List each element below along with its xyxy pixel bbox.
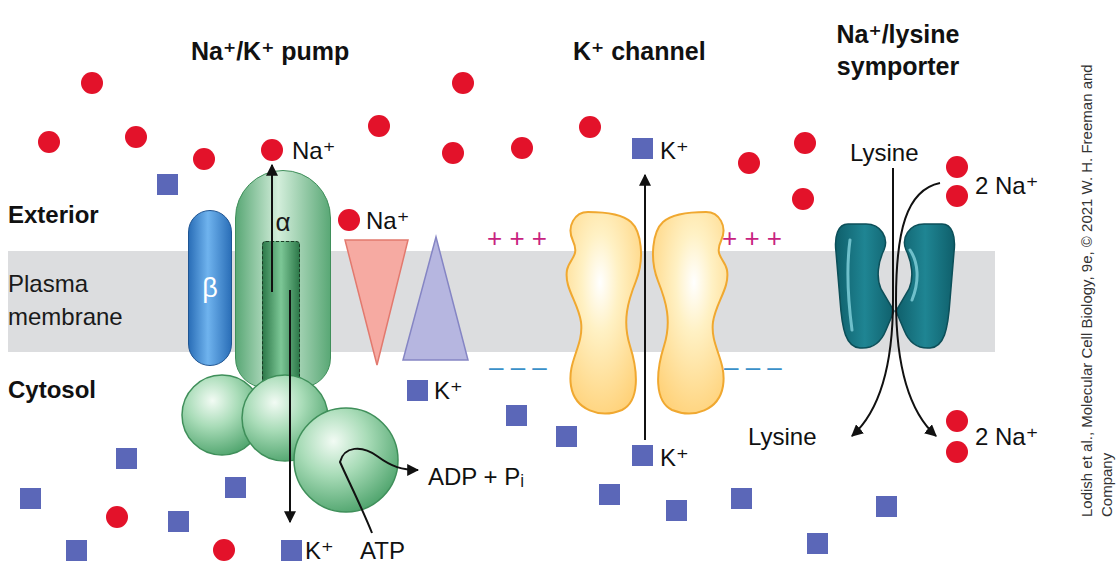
ion-label: Na⁺: [366, 206, 409, 235]
potassium-ion: [632, 138, 653, 159]
potassium-ion: [157, 174, 178, 195]
sodium-flow-arrow: [896, 183, 940, 436]
sodium-ion: [213, 539, 235, 561]
credit-line: Lodish et al., Molecular Cell Biology, 9…: [1077, 12, 1117, 517]
potassium-ion: [66, 540, 87, 561]
ion-label: K⁺: [305, 536, 334, 565]
subunit-label: β: [189, 273, 231, 303]
lysine-flow-arrow: [852, 168, 893, 436]
sodium-ion: [125, 126, 147, 148]
potassium-ion: [168, 511, 189, 532]
sodium-ion: [193, 148, 215, 170]
atp-hydrolysis-arrow: [340, 449, 418, 533]
sodium-ion: [368, 115, 390, 137]
potassium-ion: [225, 477, 246, 498]
potassium-ion: [632, 445, 653, 466]
sodium-ion: [38, 131, 60, 153]
sodium-ion: [946, 156, 968, 178]
sodium-pump-arrow: [271, 165, 273, 292]
molecule-label: Lysine: [850, 138, 918, 167]
potassium-ion: [281, 540, 302, 561]
ion-label: K⁺: [660, 136, 689, 165]
subunit-label: α: [236, 207, 330, 237]
sodium-ion: [946, 185, 968, 207]
potassium-ion: [20, 488, 41, 509]
region-label: Cytosol: [8, 375, 96, 404]
alpha-subunit: α: [235, 170, 331, 388]
sodium-ion: [452, 72, 474, 94]
ion-label: 2 Na⁺: [975, 171, 1038, 200]
charge-sign: – – –: [489, 352, 547, 383]
component-title: Na⁺/K⁺ pump: [191, 36, 349, 66]
sodium-ion: [81, 72, 103, 94]
sodium-ion: [511, 137, 533, 159]
sodium-ion: [442, 142, 464, 164]
sodium-ion: [792, 188, 814, 210]
ion-pore: [262, 241, 300, 387]
potassium-ion: [116, 448, 137, 469]
symporter-highlight: [848, 240, 852, 330]
sodium-ion: [738, 152, 760, 174]
potassium-ion: [599, 484, 620, 505]
region-label: Exterior: [8, 200, 99, 229]
ion-label: 2 Na⁺: [975, 422, 1038, 451]
sodium-ion: [338, 209, 360, 231]
beta-subunit: β: [188, 210, 232, 366]
potassium-ion: [556, 426, 577, 447]
sodium-ion: [579, 116, 601, 138]
potassium-ion: [807, 533, 828, 554]
sodium-ion: [946, 441, 968, 463]
potassium-ion: [876, 496, 897, 517]
potassium-flow-arrow: [644, 175, 646, 440]
molecule-label: Lysine: [748, 422, 816, 451]
component-title: Na⁺/lysine symporter: [808, 18, 988, 82]
charge-sign: + + +: [487, 223, 547, 254]
sodium-ion: [106, 506, 128, 528]
reaction-label: ADP + Pᵢ: [428, 462, 524, 491]
ion-label: K⁺: [434, 376, 463, 405]
charge-sign: – – –: [724, 352, 782, 383]
potassium-ion: [731, 488, 752, 509]
potassium-ion: [506, 405, 527, 426]
potassium-ion: [666, 500, 687, 521]
charge-sign: + + +: [722, 223, 782, 254]
potassium-pump-arrow: [289, 290, 291, 522]
potassium-ion: [407, 380, 428, 401]
membrane-label: Plasma membrane: [8, 267, 178, 333]
sodium-ion: [946, 410, 968, 432]
sodium-ion: [261, 139, 283, 161]
sodium-ion: [794, 132, 816, 154]
ion-label: Na⁺: [292, 136, 335, 165]
component-title: K⁺ channel: [573, 36, 706, 66]
reaction-label: ATP: [360, 536, 405, 565]
ion-label: K⁺: [660, 443, 689, 472]
